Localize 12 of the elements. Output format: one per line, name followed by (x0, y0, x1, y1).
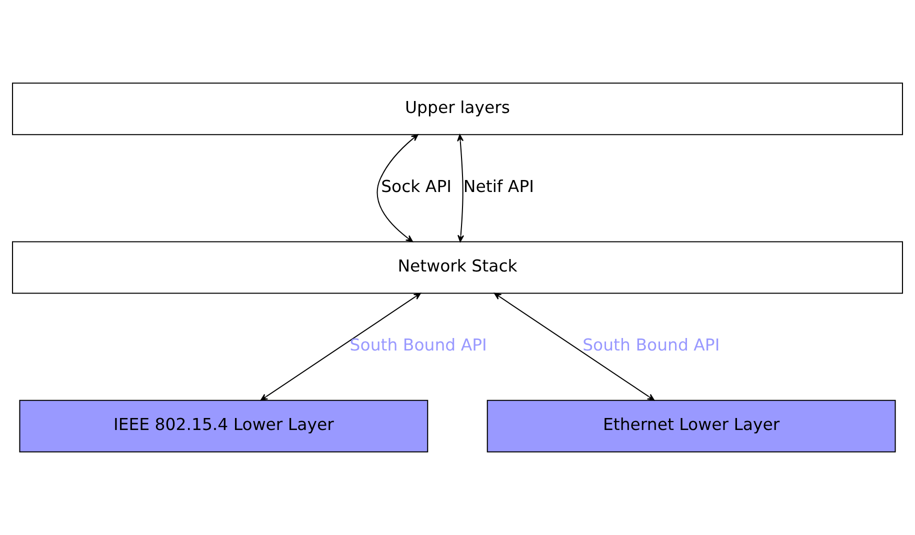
node-box: IEEE 802.15.4 Lower Layer (19, 400, 428, 452)
edge-label: South Bound API (350, 336, 487, 355)
edge-label: Sock API (381, 177, 452, 196)
arrow (457, 134, 464, 242)
node-box: Ethernet Lower Layer (486, 400, 896, 452)
node-box: Network Stack (12, 241, 903, 294)
edge-label: South Bound API (582, 336, 720, 355)
arrow (494, 292, 655, 401)
edge-label: Netif API (463, 177, 534, 196)
arrow (260, 292, 421, 401)
node-box: Upper layers (12, 82, 903, 136)
arrow (376, 134, 418, 242)
